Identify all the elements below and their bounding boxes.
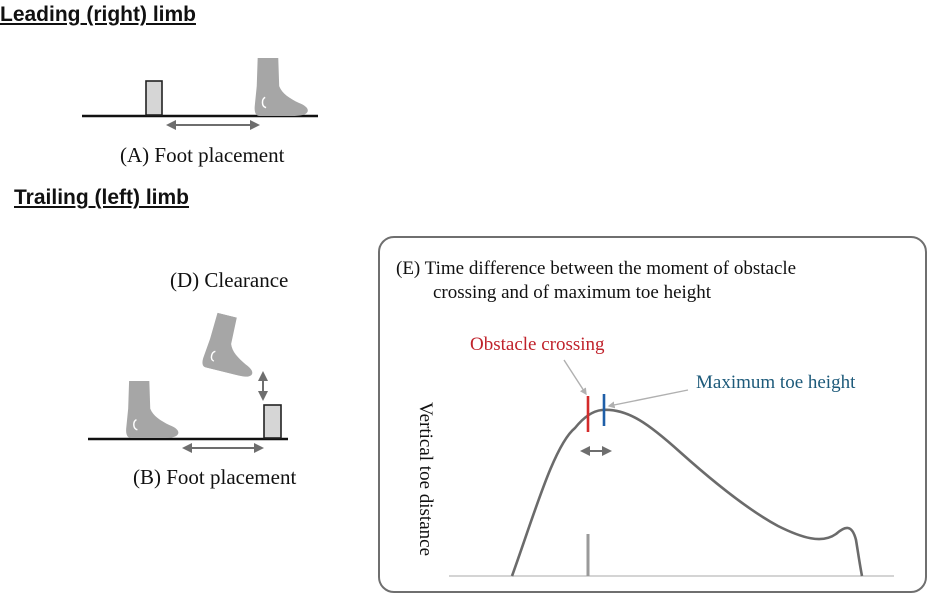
trailing-stance-foot-icon xyxy=(125,381,180,438)
trailing-limb-title: Trailing (left) limb xyxy=(14,186,190,209)
swing-foot-icon xyxy=(200,311,266,380)
maximum-toe-height-label: Maximum toe height xyxy=(696,372,856,393)
panel-e-caption-line1: (E) Time difference between the moment o… xyxy=(396,258,797,279)
leading-limb-title: Leading (right) limb xyxy=(0,3,196,26)
trailing-placement-label: (B) Foot placement xyxy=(133,465,297,489)
leading-obstacle xyxy=(145,80,163,116)
vertical-toe-distance-label: Vertical toe distance xyxy=(415,402,436,556)
panel-e-frame xyxy=(378,236,927,593)
leading-placement-label: (A) Foot placement xyxy=(120,143,285,167)
trailing-obstacle xyxy=(263,404,282,439)
panel-e-caption-line2: crossing and of maximum toe height xyxy=(433,282,712,303)
clearance-label: (D) Clearance xyxy=(170,268,289,292)
leading-foot-icon xyxy=(253,58,309,116)
obstacle-crossing-label: Obstacle crossing xyxy=(470,334,605,355)
obstacle-label-pointer xyxy=(563,359,587,396)
max-toe-label-pointer xyxy=(607,389,689,409)
toe-trajectory-curve xyxy=(510,408,864,577)
